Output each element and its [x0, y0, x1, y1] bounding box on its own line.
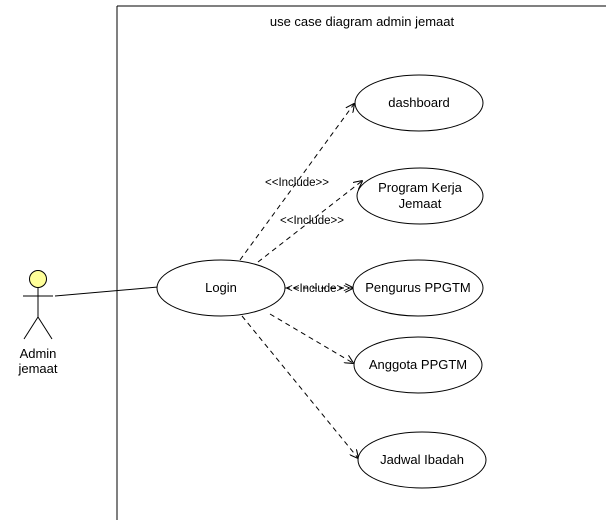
include-label-pengurus: <<Include>>: [286, 283, 350, 295]
use-case-login: Login: [156, 259, 286, 317]
use-case-dashboard-label: dashboard: [388, 95, 449, 110]
actor-label-line2: jemaat: [17, 361, 57, 376]
include-label-dashboard: <<Include>>: [265, 177, 329, 189]
include-arrow-anggota: [269, 313, 353, 363]
actor-left-leg: [23, 316, 39, 340]
use-case-program-kerja-jemaat: Program Kerja Jemaat: [356, 167, 484, 225]
include-arrow-jadwal: [241, 315, 358, 458]
actor-right-leg: [37, 316, 53, 340]
actor-admin-jemaat: Admin jemaat: [17, 270, 58, 376]
include-relations: [239, 104, 362, 458]
use-case-jadwal-label: Jadwal Ibadah: [380, 452, 464, 467]
use-case-pengurus-ppgtm: Pengurus PPGTM: [352, 259, 484, 317]
use-case-jadwal-ibadah: Jadwal Ibadah: [357, 431, 487, 489]
use-case-pengurus-label: Pengurus PPGTM: [365, 280, 471, 295]
actor-label-line1: Admin: [20, 346, 57, 361]
system-title: use case diagram admin jemaat: [270, 14, 455, 29]
include-arrow-program-kerja: [257, 181, 362, 263]
use-case-login-label: Login: [205, 280, 237, 295]
use-case-dashboard: dashboard: [354, 74, 484, 132]
association-line: [54, 286, 159, 297]
system-boundary: use case diagram admin jemaat: [116, 5, 606, 520]
use-case-anggota-label: Anggota PPGTM: [369, 357, 467, 372]
actor-head: [29, 270, 47, 288]
use-case-anggota-ppgtm: Anggota PPGTM: [353, 336, 483, 394]
use-case-program-kerja-label-line2: Jemaat: [399, 196, 442, 211]
use-case-program-kerja-label-line1: Program Kerja: [378, 180, 463, 195]
include-label-program-kerja: <<Include>>: [280, 215, 344, 227]
